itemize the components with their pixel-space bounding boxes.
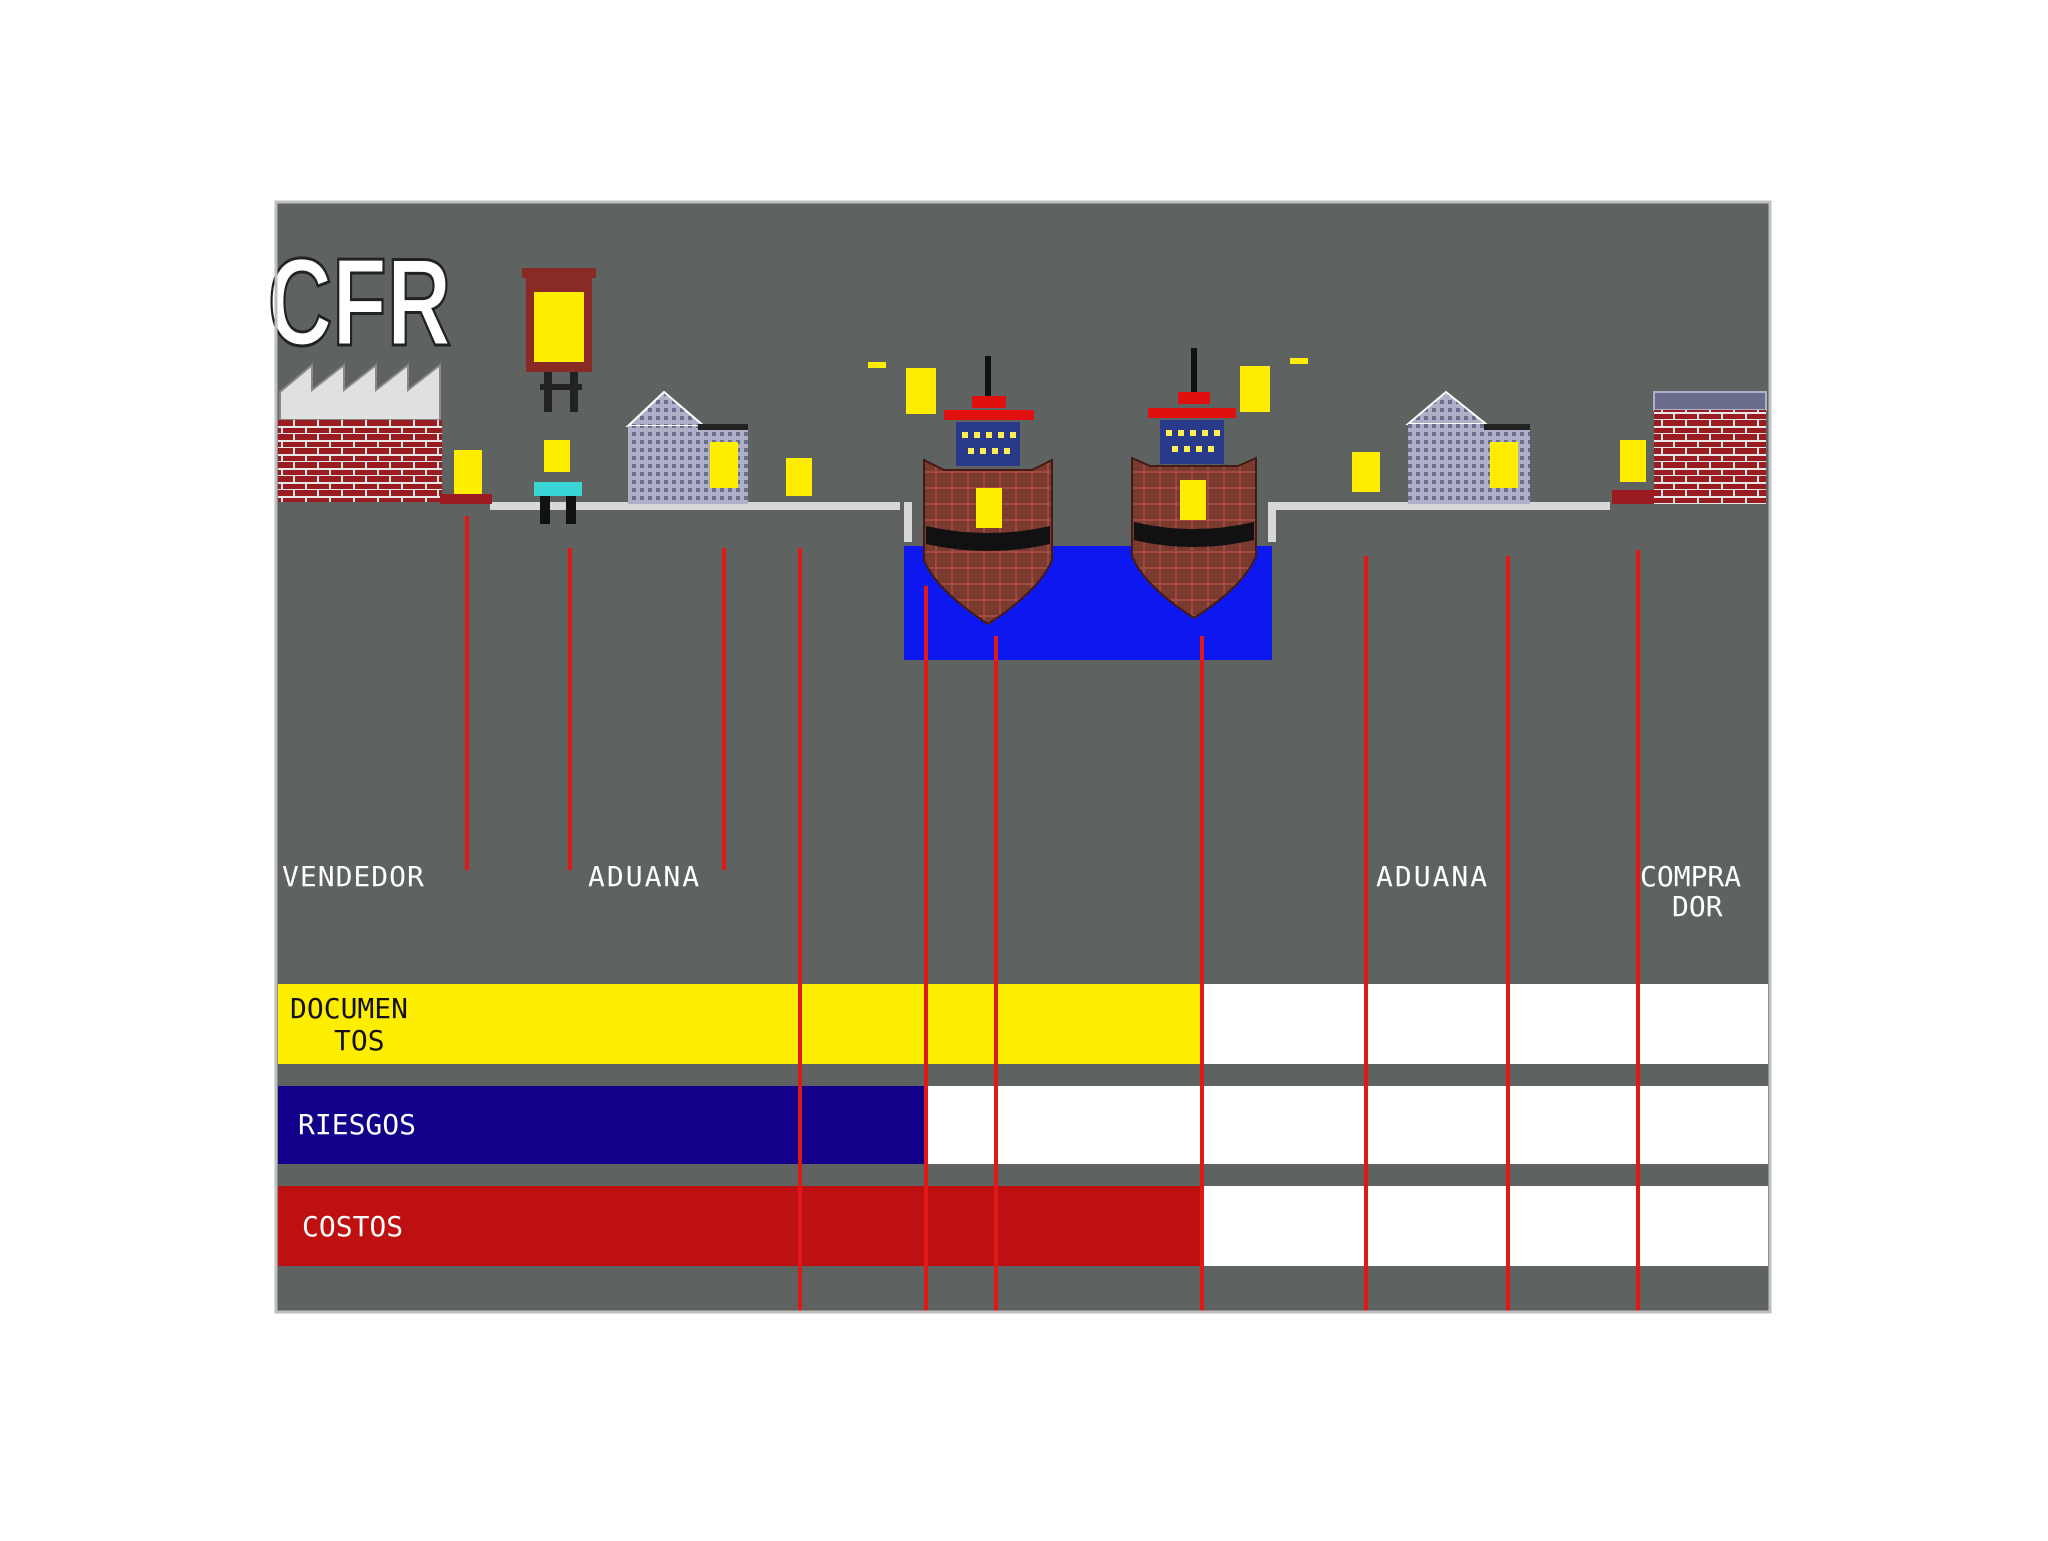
costos-label: COSTOS	[302, 1210, 403, 1243]
crane-cargo-icon	[868, 362, 886, 368]
documentos-label-line1: DOCUMEN	[290, 992, 408, 1025]
cargo-box-icon	[1352, 452, 1380, 492]
cargo-box-icon	[786, 458, 812, 496]
cargo-box-icon	[906, 368, 936, 414]
vendedor-label: VENDEDOR	[282, 860, 425, 893]
aduana-destination-label: ADUANA	[1376, 860, 1489, 893]
comprador-label-line2: DOR	[1672, 890, 1723, 923]
riesgos-label: RIESGOS	[298, 1108, 416, 1141]
page-title: CFR	[268, 233, 451, 372]
crane-cargo-icon	[1290, 358, 1308, 364]
comprador-label-line1: COMPRA	[1640, 860, 1741, 893]
documentos-seller-fill	[278, 984, 1202, 1064]
cargo-box-icon	[454, 450, 482, 494]
costos-seller-fill	[278, 1186, 1202, 1266]
cargo-box-icon	[1240, 366, 1270, 412]
aduana-origin-label: ADUANA	[588, 860, 701, 893]
documentos-label-line2: TOS	[334, 1024, 385, 1057]
